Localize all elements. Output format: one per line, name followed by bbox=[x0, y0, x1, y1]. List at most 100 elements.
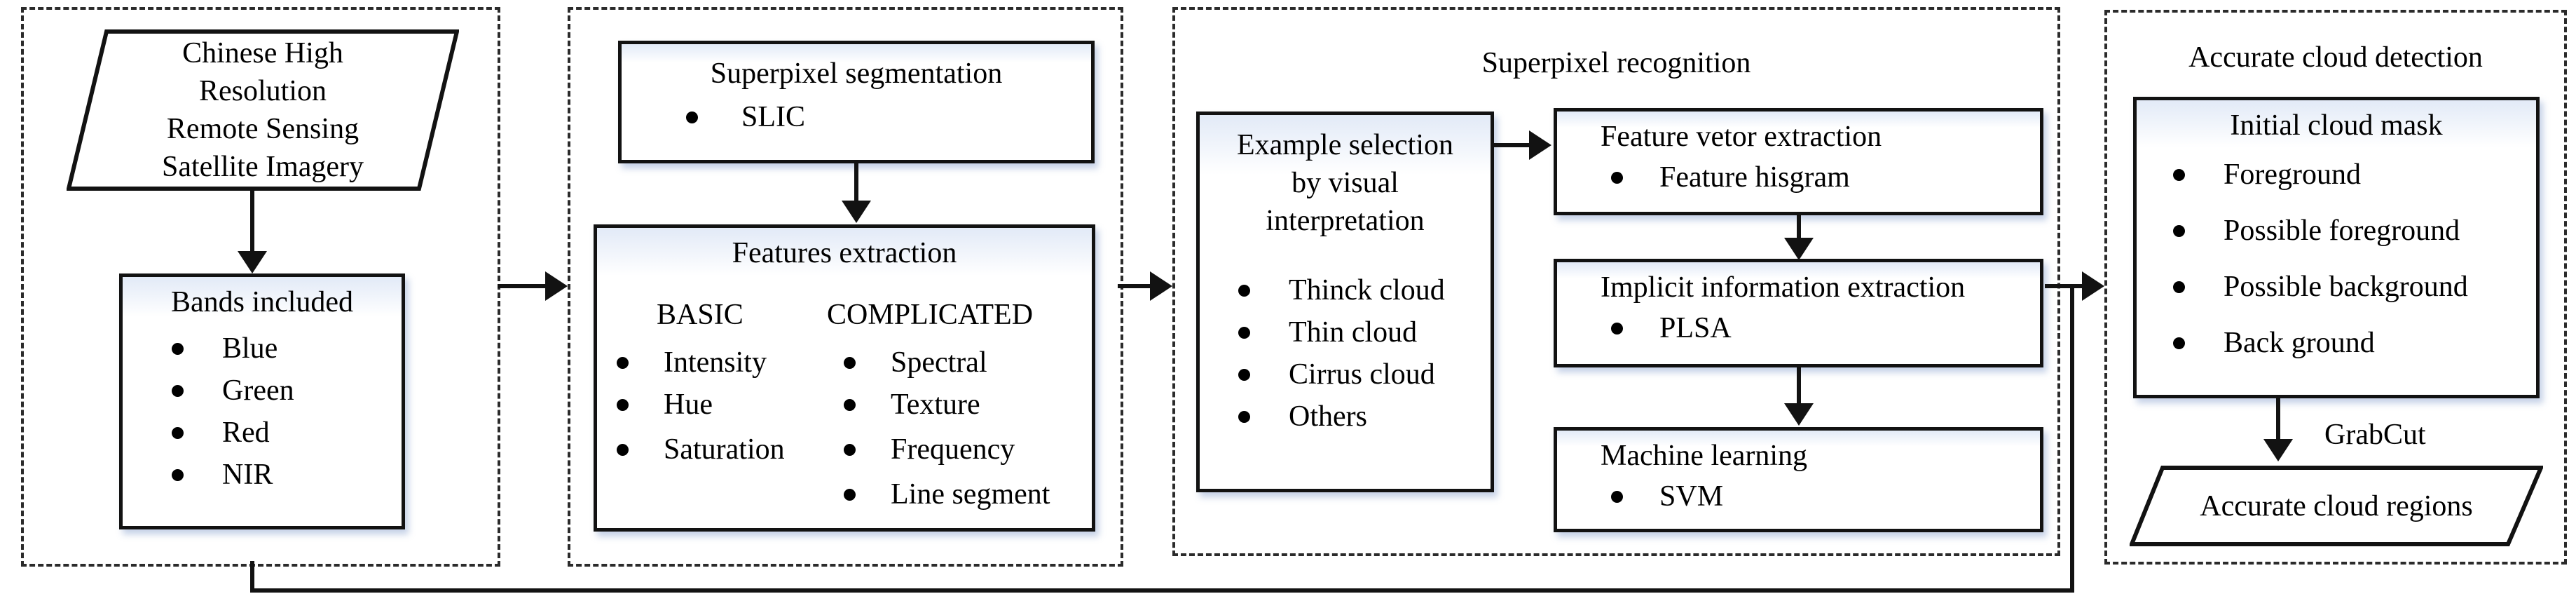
feature-vector-box: Feature vetor extraction Feature hisgram bbox=[1554, 108, 2043, 215]
arrow-s3-to-s4 bbox=[2045, 284, 2085, 288]
arrowhead bbox=[842, 201, 871, 223]
bullet-label: Feature hisgram bbox=[1659, 161, 1850, 194]
list-item: Blue bbox=[123, 327, 402, 370]
bullet-icon bbox=[844, 356, 856, 369]
feedback-line-drop bbox=[250, 561, 254, 593]
bullet-label: Red bbox=[222, 417, 270, 449]
mask-list: Foreground Possible foreground Possible … bbox=[2137, 147, 2536, 371]
bullet-label: SVM bbox=[1659, 480, 1724, 513]
input-parallelogram: Chinese High Resolution Remote Sensing S… bbox=[67, 29, 459, 191]
list-item: Foreground bbox=[2137, 147, 2536, 203]
mask-box-title: Initial cloud mask bbox=[2230, 109, 2443, 142]
bullet-label: Thinck cloud bbox=[1289, 274, 1445, 306]
bullet-icon bbox=[2173, 168, 2185, 181]
bands-list: Blue Green Red NIR bbox=[123, 327, 402, 496]
bands-box-title: Bands included bbox=[170, 286, 354, 318]
bullet-icon bbox=[844, 488, 856, 501]
example-heading-line: interpretation bbox=[1266, 205, 1425, 237]
features-box: Features extraction BASIC COMPLICATED In… bbox=[594, 224, 1095, 532]
input-line: Satellite Imagery bbox=[161, 151, 364, 183]
list-item: Hue bbox=[617, 388, 713, 421]
parallelogram-shape bbox=[67, 29, 459, 191]
bullet-icon bbox=[1238, 368, 1250, 381]
list-item: NIR bbox=[123, 454, 402, 496]
complicated-column-header: COMPLICATED bbox=[827, 299, 1034, 331]
bullet-label: Others bbox=[1289, 400, 1367, 433]
section3-title: Superpixel recognition bbox=[1481, 47, 1751, 79]
bullet-icon bbox=[617, 443, 629, 456]
features-box-title: Features extraction bbox=[732, 237, 957, 269]
bullet-icon bbox=[1238, 284, 1250, 297]
bullet-icon bbox=[617, 356, 629, 369]
bullet-label: Line segment bbox=[891, 478, 1050, 511]
bullet-label: Possible foreground bbox=[2224, 215, 2460, 247]
feedback-line-rise bbox=[2070, 284, 2074, 593]
list-item: Line segment bbox=[844, 478, 1050, 511]
parallelogram-shape bbox=[2130, 466, 2543, 546]
list-item: SLIC bbox=[622, 100, 1091, 134]
input-parallelogram-text: Chinese High Resolution Remote Sensing S… bbox=[67, 29, 459, 191]
bullet-label: Possible background bbox=[2224, 271, 2468, 303]
arrowhead bbox=[545, 271, 568, 301]
example-heading-line: by visual bbox=[1292, 167, 1399, 199]
bullet-icon bbox=[2173, 224, 2185, 237]
bullet-icon bbox=[686, 111, 698, 123]
arrow-mask-to-output bbox=[2276, 398, 2280, 443]
bullet-label: NIR bbox=[222, 459, 273, 491]
list-item: Back ground bbox=[2137, 315, 2536, 371]
bullet-icon bbox=[844, 398, 856, 411]
input-line: Resolution bbox=[198, 75, 327, 107]
section4-title: Accurate cloud detection bbox=[2188, 41, 2483, 74]
list-item: Thin cloud bbox=[1200, 311, 1491, 353]
bullet-icon bbox=[172, 342, 184, 355]
bullet-icon bbox=[844, 443, 856, 456]
bullet-label: Blue bbox=[222, 332, 278, 365]
output-parallelogram: Accurate cloud regions bbox=[2130, 466, 2543, 546]
bullet-icon bbox=[1238, 326, 1250, 339]
segmentation-box: Superpixel segmentation SLIC bbox=[618, 41, 1095, 163]
bullet-label: PLSA bbox=[1659, 312, 1732, 344]
basic-column-header: BASIC bbox=[657, 299, 744, 331]
arrow-example-to-featurevector bbox=[1494, 143, 1533, 147]
bullet-label: Foreground bbox=[2224, 158, 2361, 191]
arrow-seg-to-features bbox=[854, 163, 858, 202]
list-item: Cirrus cloud bbox=[1200, 353, 1491, 396]
bullet-label: Green bbox=[222, 374, 294, 407]
list-item: Saturation bbox=[617, 433, 785, 466]
bullet-icon bbox=[2173, 281, 2185, 293]
segmentation-box-title: Superpixel segmentation bbox=[710, 58, 1003, 90]
bullet-label: Back ground bbox=[2224, 327, 2375, 359]
grabcut-label: GrabCut bbox=[2324, 419, 2426, 451]
machine-learning-title: Machine learning bbox=[1601, 440, 1808, 472]
arrowhead bbox=[1150, 271, 1172, 301]
section-superpixel-recognition: Superpixel recognition Example selection… bbox=[1172, 7, 2060, 556]
list-item: Texture bbox=[844, 388, 980, 421]
arrowhead bbox=[2082, 271, 2104, 301]
example-list: Thinck cloud Thin cloud Cirrus cloud Oth… bbox=[1200, 269, 1491, 438]
list-item: Green bbox=[123, 370, 402, 412]
bullet-icon bbox=[172, 426, 184, 439]
arrow-input-to-bands bbox=[250, 191, 254, 252]
list-item: Thinck cloud bbox=[1200, 269, 1491, 311]
list-item: Possible background bbox=[2137, 259, 2536, 315]
output-label: Accurate cloud regions bbox=[2200, 489, 2473, 522]
bands-box: Bands included Blue Green Red NIR bbox=[119, 273, 405, 529]
bullet-label: Spectral bbox=[891, 346, 987, 379]
list-item: Intensity bbox=[617, 346, 767, 379]
arrow-s1-to-s2 bbox=[498, 284, 548, 288]
bullet-label: Cirrus cloud bbox=[1289, 358, 1435, 391]
input-line: Remote Sensing bbox=[166, 113, 359, 145]
list-item: SVM bbox=[1557, 480, 2040, 513]
list-item: Feature hisgram bbox=[1557, 161, 2040, 194]
arrowhead bbox=[238, 251, 267, 273]
list-item: PLSA bbox=[1557, 311, 2040, 345]
bullet-icon bbox=[1611, 322, 1623, 335]
output-parallelogram-text: Accurate cloud regions bbox=[2130, 466, 2543, 546]
list-item: Possible foreground bbox=[2137, 203, 2536, 259]
example-box-heading: Example selection by visual interpretati… bbox=[1200, 126, 1491, 240]
input-line: Chinese High bbox=[182, 37, 343, 69]
bullet-label: Intensity bbox=[664, 346, 767, 379]
example-selection-box: Example selection by visual interpretati… bbox=[1196, 112, 1494, 492]
bullet-icon bbox=[1611, 490, 1623, 503]
